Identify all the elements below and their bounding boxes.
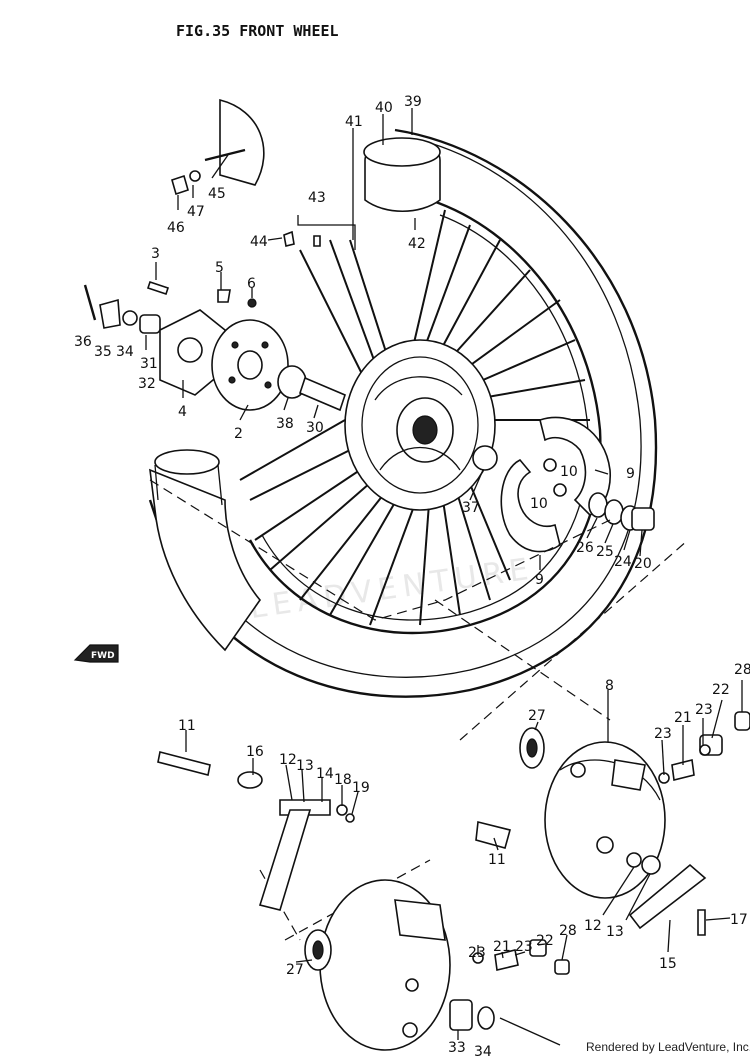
callout-8: 8 xyxy=(605,678,614,694)
right-axle-parts xyxy=(588,492,655,531)
render-credit: Rendered by LeadVenture, Inc. xyxy=(586,1040,750,1054)
callout-40: 40 xyxy=(375,100,393,116)
callout-10: 10 xyxy=(530,496,548,512)
callout-23: 23 xyxy=(695,702,713,718)
callout-22: 22 xyxy=(536,933,554,949)
callout-31: 31 xyxy=(140,356,158,372)
lower-brake-panel xyxy=(157,751,570,1051)
callout-12: 12 xyxy=(584,918,602,934)
watermark-text: LEADVENTURE xyxy=(248,551,537,626)
callout-37: 37 xyxy=(462,500,480,516)
callout-30: 30 xyxy=(306,420,324,436)
callout-26: 26 xyxy=(576,540,594,556)
callout-15: 15 xyxy=(659,956,677,972)
callout-39: 39 xyxy=(404,94,422,110)
callout-12: 12 xyxy=(279,752,297,768)
callout-10: 10 xyxy=(560,464,578,480)
callout-16: 16 xyxy=(246,744,264,760)
figure-title: FIG.35 FRONT WHEEL xyxy=(176,22,339,40)
callout-23: 23 xyxy=(654,726,672,742)
callout-42: 42 xyxy=(408,236,426,252)
callout-46: 46 xyxy=(167,220,185,236)
callout-28: 28 xyxy=(734,662,750,678)
callout-25: 25 xyxy=(596,544,614,560)
callout-18: 18 xyxy=(334,772,352,788)
callout-9: 9 xyxy=(626,466,635,482)
callout-14: 14 xyxy=(316,766,334,782)
callout-32: 32 xyxy=(138,376,156,392)
callout-38: 38 xyxy=(276,416,294,432)
callout-23: 23 xyxy=(468,945,486,961)
callout-13: 13 xyxy=(296,758,314,774)
callout-11: 11 xyxy=(178,718,196,734)
callout-17: 17 xyxy=(730,912,748,928)
callout-5: 5 xyxy=(215,260,224,276)
callout-28: 28 xyxy=(559,923,577,939)
callout-41: 41 xyxy=(345,114,363,130)
callout-6: 6 xyxy=(247,276,256,292)
tire xyxy=(148,128,658,698)
callout-44: 44 xyxy=(250,234,268,250)
callout-43: 43 xyxy=(308,190,326,206)
callout-35: 35 xyxy=(94,344,112,360)
callout-34: 34 xyxy=(474,1044,492,1056)
callout-27: 27 xyxy=(286,962,304,978)
leader-lines-upper xyxy=(145,108,643,570)
wheel-hub xyxy=(344,339,498,511)
callout-2: 2 xyxy=(234,426,243,442)
callout-21: 21 xyxy=(493,939,511,955)
callout-4: 4 xyxy=(178,404,187,420)
brake-shoes xyxy=(500,416,611,553)
callout-45: 45 xyxy=(208,186,226,202)
callout-13: 13 xyxy=(606,924,624,940)
callout-11: 11 xyxy=(488,852,506,868)
callout-21: 21 xyxy=(674,710,692,726)
upper-brake-panel xyxy=(475,711,750,936)
callout-24: 24 xyxy=(614,554,632,570)
callout-34: 34 xyxy=(116,344,134,360)
callout-36: 36 xyxy=(74,334,92,350)
callout-47: 47 xyxy=(187,204,205,220)
callout-23: 23 xyxy=(515,939,533,955)
callout-3: 3 xyxy=(151,246,160,262)
callout-22: 22 xyxy=(712,682,730,698)
callout-27: 27 xyxy=(528,708,546,724)
callout-33: 33 xyxy=(448,1040,466,1056)
callout-9: 9 xyxy=(535,572,544,588)
forward-arrow-icon: FWD xyxy=(73,644,119,663)
left-hub-parts xyxy=(83,98,346,412)
leader-lines-lower xyxy=(185,680,743,1040)
svg-text:FWD: FWD xyxy=(91,651,115,661)
callout-20: 20 xyxy=(634,556,652,572)
callout-19: 19 xyxy=(352,780,370,796)
